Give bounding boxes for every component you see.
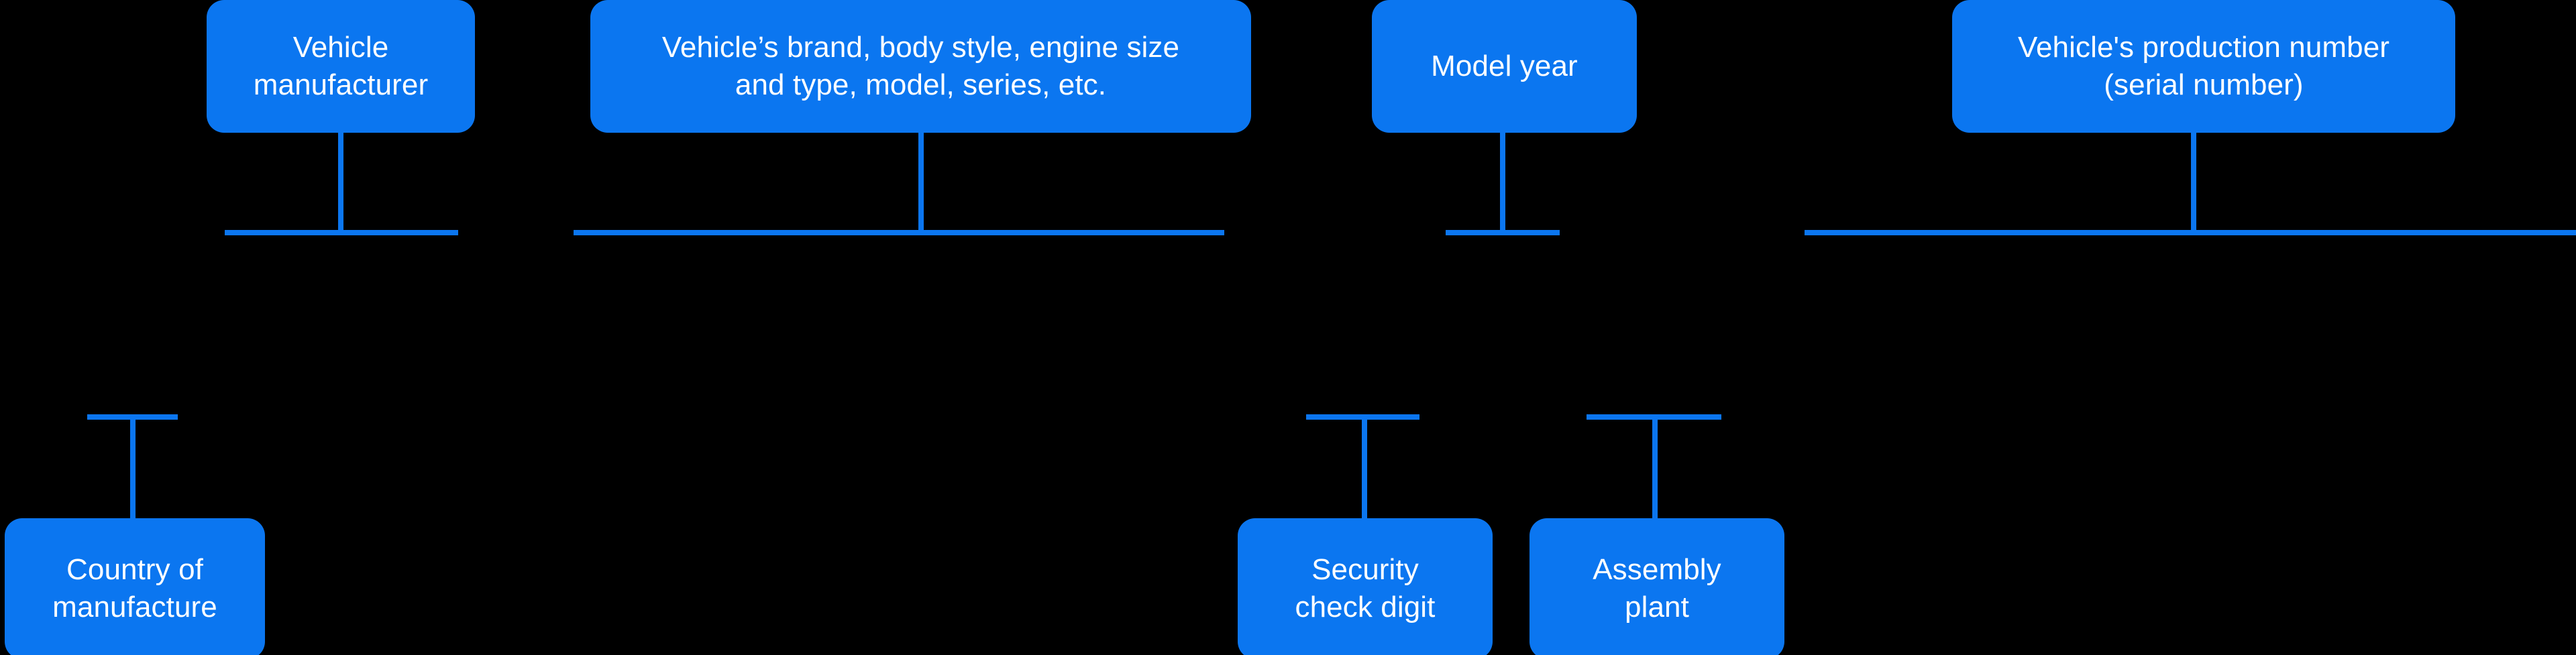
connector-bracket-production-number <box>1805 230 2576 235</box>
node-label-assembly-plant: Assembly plant <box>1593 553 1721 623</box>
node-model-year[interactable]: Model year <box>1372 0 1637 133</box>
node-label-country-of-manufacture: Country of manufacture <box>52 553 217 623</box>
connector-bracket-model-year <box>1446 230 1560 235</box>
node-label-security-check-digit: Security check digit <box>1295 553 1436 623</box>
node-label-model-year: Model year <box>1431 50 1578 83</box>
connector-bracket-vehicle-attributes <box>574 230 1224 235</box>
connector-bracket-vehicle-manufacturer <box>225 230 458 235</box>
node-label-vehicle-attributes: Vehicle’s brand, body style, engine size… <box>661 31 1180 101</box>
node-vehicle-attributes[interactable]: Vehicle’s brand, body style, engine size… <box>590 0 1251 133</box>
node-production-number[interactable]: Vehicle's production number (serial numb… <box>1952 0 2455 133</box>
connector-stem-assembly-plant <box>1652 414 1658 525</box>
node-label-vehicle-manufacturer: Vehicle manufacturer <box>253 31 429 101</box>
connector-stem-production-number <box>2191 127 2196 235</box>
node-vehicle-manufacturer[interactable]: Vehicle manufacturer <box>207 0 475 133</box>
connector-stem-country-of-manufacture <box>130 414 136 525</box>
connector-stem-security-check-digit <box>1362 414 1367 525</box>
node-country-of-manufacture[interactable]: Country of manufacture <box>5 518 265 655</box>
node-security-check-digit[interactable]: Security check digit <box>1238 518 1493 655</box>
connector-stem-vehicle-attributes <box>918 127 924 235</box>
node-assembly-plant[interactable]: Assembly plant <box>1529 518 1784 655</box>
node-label-production-number: Vehicle's production number (serial numb… <box>2017 31 2390 101</box>
connector-stem-vehicle-manufacturer <box>338 127 343 235</box>
connector-stem-model-year <box>1500 127 1505 235</box>
